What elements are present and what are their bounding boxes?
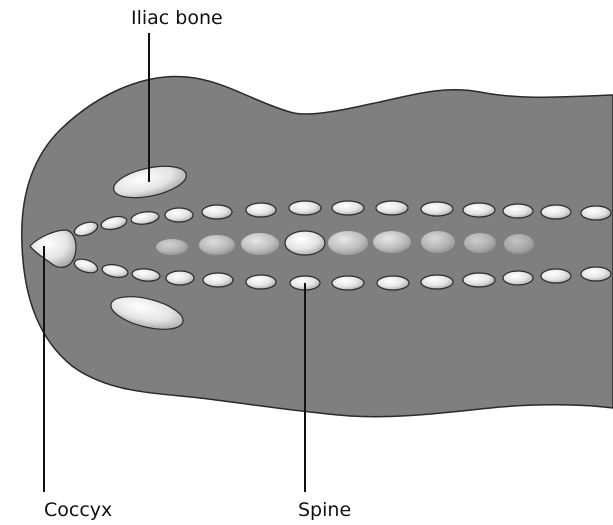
vertebra-lower: [421, 275, 453, 289]
vertebra-upper: [421, 202, 453, 216]
vertebra-lower: [463, 273, 495, 287]
vertebra-upper: [332, 201, 364, 215]
vertebra-upper: [246, 203, 276, 217]
vertebral-body: [373, 231, 411, 253]
vertebral-body: [328, 231, 368, 255]
vertebra-lower: [332, 276, 364, 290]
vertebra-lower: [166, 271, 194, 285]
vertebra-upper: [541, 205, 571, 219]
vertebra-upper: [289, 201, 321, 215]
vertebra-lower: [203, 273, 233, 287]
vertebra-upper: [503, 204, 533, 218]
vertebra-upper: [376, 201, 408, 215]
vertebra-lower: [581, 267, 611, 281]
vertebral-body: [285, 231, 325, 255]
spine-label: Spine: [298, 499, 351, 521]
vertebra-upper: [202, 205, 232, 219]
vertebral-body: [504, 234, 534, 254]
vertebral-body: [156, 239, 188, 255]
vertebra-upper: [463, 203, 495, 217]
vertebra-upper: [165, 208, 193, 222]
vertebral-body: [421, 231, 455, 253]
coccyx-label: Coccyx: [44, 499, 112, 521]
iliac-bone-label: Iliac bone: [131, 7, 223, 29]
vertebra-lower: [503, 271, 533, 285]
vertebra-lower: [377, 276, 409, 290]
vertebral-body: [199, 235, 235, 255]
vertebra-upper: [581, 206, 611, 220]
vertebral-body: [464, 233, 496, 253]
vertebral-body: [241, 233, 279, 255]
vertebra-lower: [541, 269, 571, 283]
vertebra-lower: [246, 275, 276, 289]
